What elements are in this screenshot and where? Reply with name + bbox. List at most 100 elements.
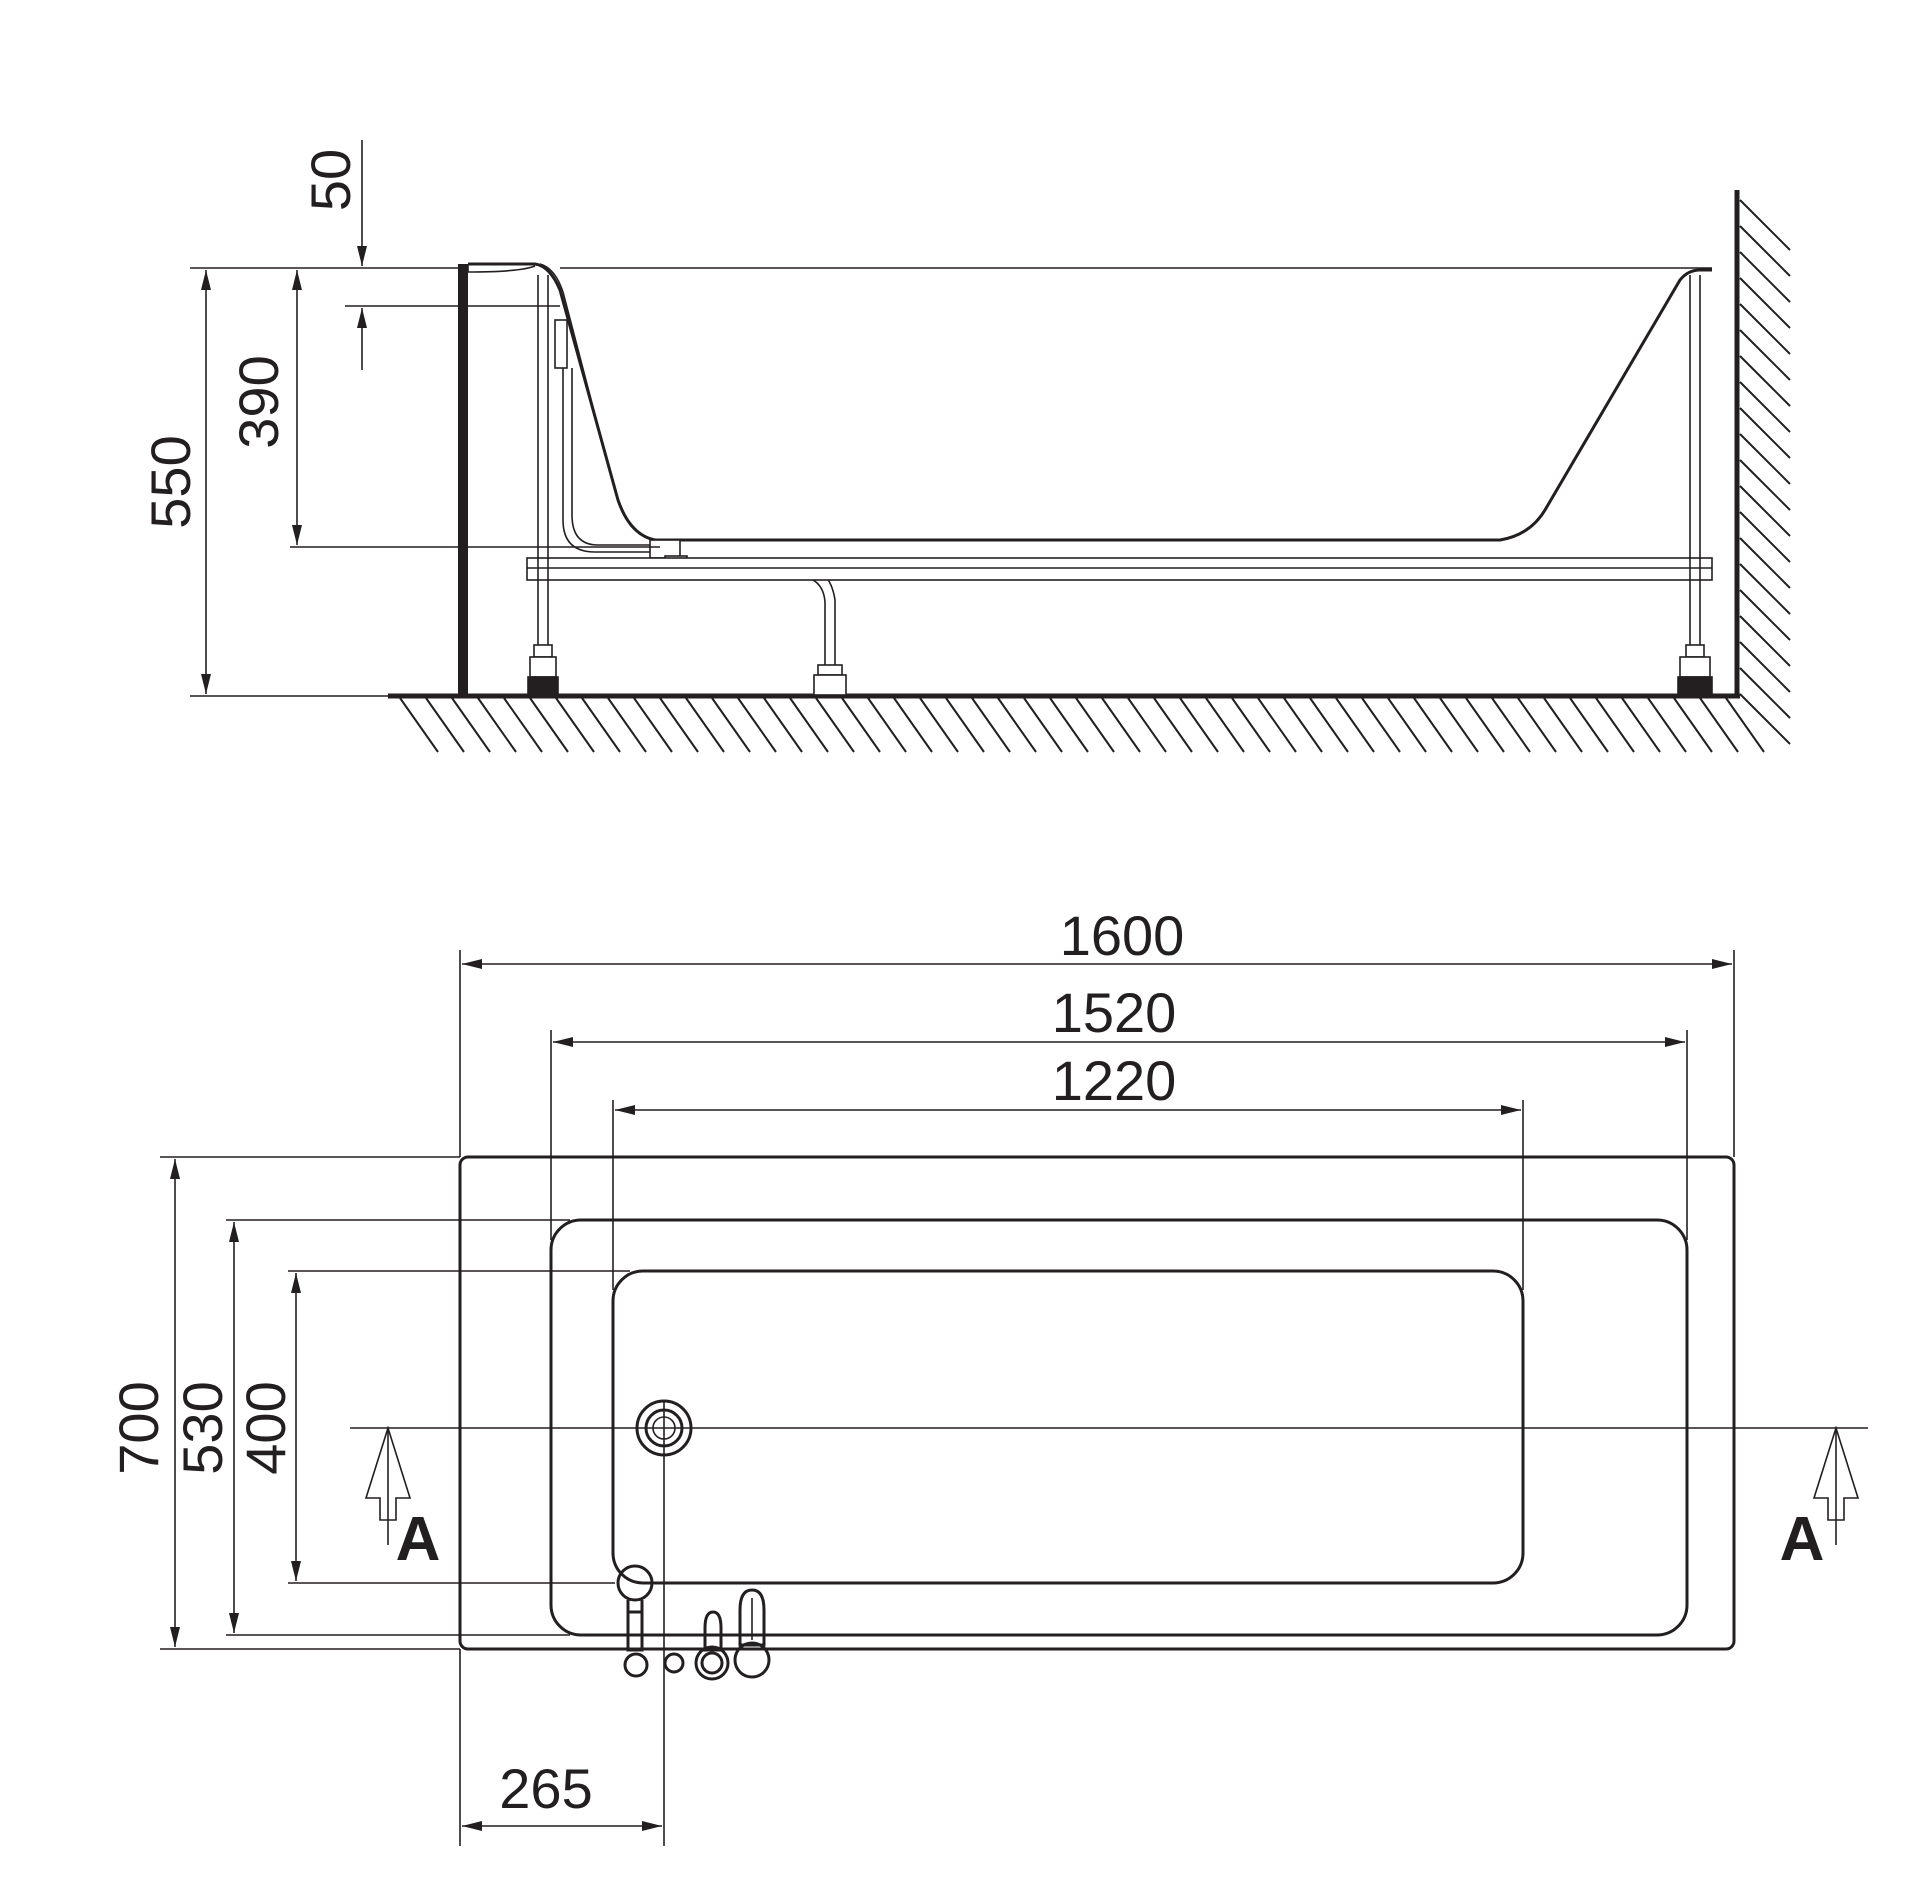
dimension-width-bottom: 400: [234, 1273, 301, 1581]
wall-hatch-line: [1739, 459, 1791, 511]
top-extension-lines: [160, 950, 1735, 1846]
top-view: 1600 1520 1220 700 530 400 265: [107, 904, 1868, 1846]
dimension-width-inner: 530: [171, 1222, 239, 1633]
wall-hatch-line: [1739, 511, 1791, 563]
wall-hatch-line: [1739, 667, 1791, 719]
dimension-total-height: 550: [139, 270, 211, 694]
dim-length-bottom-label: 1220: [1052, 1049, 1177, 1112]
floor-hatch-line: [1153, 697, 1193, 753]
wall-hatch-line: [1739, 537, 1791, 589]
wall-hatch-line: [1739, 303, 1791, 355]
floor-hatch-line: [1023, 697, 1063, 753]
floor-hatching: [388, 693, 1765, 753]
wall-hatching: [1734, 190, 1791, 745]
side-extension-lines: [190, 267, 660, 697]
floor-hatch-line: [763, 697, 803, 753]
floor-hatch-line: [477, 697, 517, 753]
dim-rim-label: 50: [299, 149, 362, 211]
tub-bottom: [611, 1269, 1525, 1585]
floor-hatch-line: [1699, 697, 1739, 753]
floor-hatch-line: [633, 697, 673, 753]
wall-hatch-line: [1739, 199, 1791, 251]
dim-width-inner-label: 530: [171, 1381, 234, 1474]
dim-drain-offset-label: 265: [499, 1757, 592, 1820]
wall-hatch-line: [1739, 381, 1791, 433]
floor-hatch-line: [425, 697, 465, 753]
floor-hatch-line: [1205, 697, 1245, 753]
dim-width-bottom-label: 400: [234, 1381, 297, 1474]
dim-total-height-label: 550: [139, 435, 202, 528]
wall-hatch-line: [1739, 329, 1791, 381]
dim-depth-label: 390: [227, 355, 290, 448]
side-view: 550 390 50: [139, 140, 1791, 753]
tub-shell: [468, 262, 1712, 542]
wall-hatch-line: [1739, 433, 1791, 485]
floor-hatch-line: [685, 697, 725, 753]
wall-hatch-line: [1739, 693, 1791, 745]
floor-hatch-line: [1075, 697, 1115, 753]
floor-hatch-line: [1309, 697, 1349, 753]
floor-hatch-line: [919, 697, 959, 753]
floor-hatch-line: [1517, 697, 1557, 753]
wall-hatch-line: [1739, 407, 1791, 459]
floor-hatch-line: [867, 697, 907, 753]
floor-hatch-line: [399, 697, 439, 753]
section-marker-right: A: [1780, 1425, 1860, 1574]
dimension-depth: 390: [227, 270, 302, 545]
dimension-length-inner: 1520: [553, 981, 1685, 1047]
floor-hatch-line: [1387, 697, 1427, 753]
dimension-drain-offset: 265: [462, 1757, 662, 1831]
floor-hatch-line: [1543, 697, 1583, 753]
floor-hatch-line: [711, 697, 751, 753]
floor-hatch-line: [1049, 697, 1089, 753]
floor-hatch-line: [1283, 697, 1323, 753]
wall-hatch-line: [1739, 277, 1791, 329]
floor-hatch-line: [555, 697, 595, 753]
floor-hatch-line: [1673, 697, 1713, 753]
floor-hatch-line: [1335, 697, 1375, 753]
wall-hatch-line: [1739, 355, 1791, 407]
floor-hatch-line: [503, 697, 543, 753]
dimension-width-outer: 700: [107, 1159, 180, 1647]
floor-hatch-line: [1491, 697, 1531, 753]
wall-hatch-line: [1739, 641, 1791, 693]
tub-outer-rim: [458, 1155, 1736, 1651]
floor-hatch-line: [1595, 697, 1635, 753]
floor-hatch-line: [529, 697, 569, 753]
dim-width-outer-label: 700: [107, 1381, 170, 1474]
waste-overflow-pipe: [554, 319, 847, 696]
floor-hatch-line: [1647, 697, 1687, 753]
floor-hatch-line: [815, 697, 855, 753]
floor-hatch-line: [841, 697, 881, 753]
mixer-tap-left: [694, 1610, 730, 1681]
floor-hatch-line: [1439, 697, 1479, 753]
floor-hatch-line: [789, 697, 829, 753]
floor-hatch-line: [945, 697, 985, 753]
floor-hatch-line: [1725, 697, 1765, 753]
dimension-length-outer: 1600: [462, 904, 1732, 969]
floor-hatch-line: [1621, 697, 1661, 753]
dim-length-inner-label: 1520: [1052, 981, 1177, 1044]
floor-hatch-line: [737, 697, 777, 753]
support-frame: [526, 275, 1713, 696]
floor-hatch-line: [1101, 697, 1141, 753]
floor-hatch-line: [1465, 697, 1505, 753]
floor-hatch-line: [607, 697, 647, 753]
wall-hatch-line: [1739, 251, 1791, 303]
floor-hatch-line: [1231, 697, 1271, 753]
floor-hatch-line: [893, 697, 933, 753]
plug-icon: [663, 1652, 685, 1674]
floor-hatch-line: [581, 697, 621, 753]
wall-hatch-line: [1739, 589, 1791, 641]
floor-hatch-line: [1413, 697, 1453, 753]
floor-hatch-line: [659, 697, 699, 753]
wall-hatch-line: [1739, 225, 1791, 277]
front-panel: [458, 264, 468, 696]
section-label-right: A: [1780, 1505, 1825, 1574]
mixer-tap-right: [733, 1588, 771, 1679]
wall-hatch-line: [1739, 485, 1791, 537]
floor-hatch-line: [997, 697, 1037, 753]
section-marker-left: A: [364, 1425, 440, 1574]
headrest: [467, 264, 536, 273]
